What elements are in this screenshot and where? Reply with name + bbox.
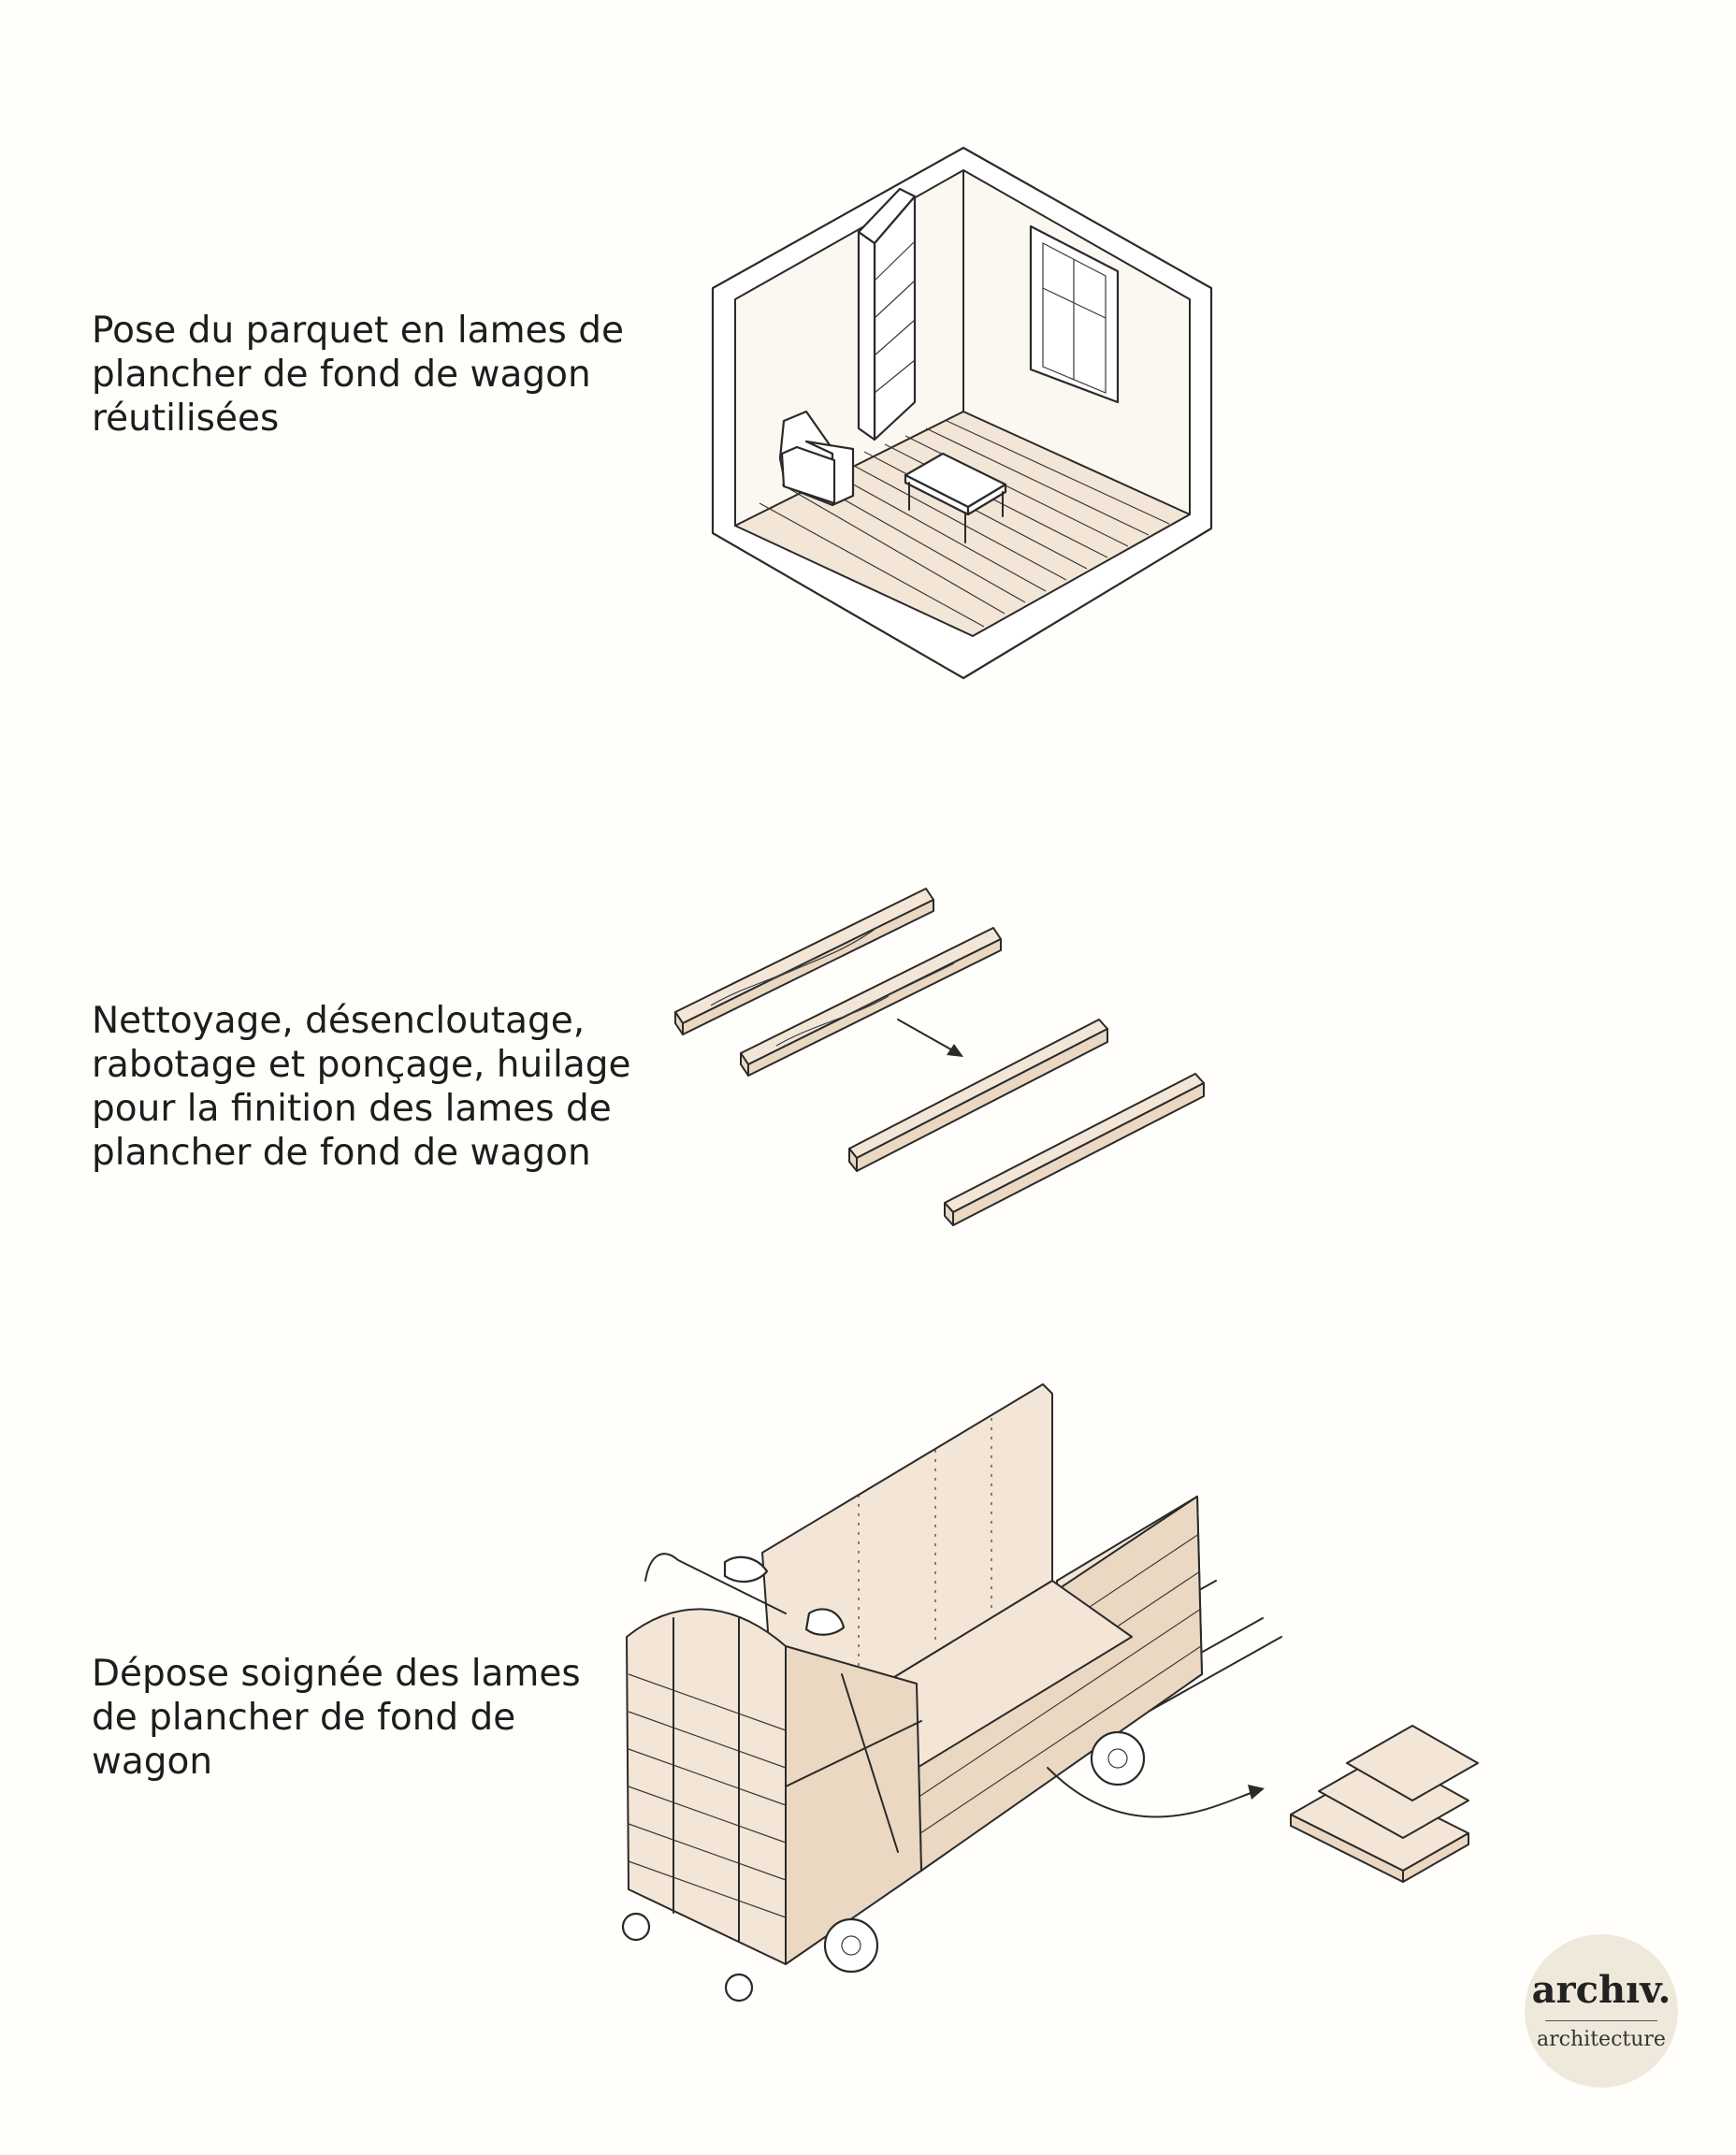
stacked-planks bbox=[1290, 1725, 1479, 1883]
arrow-icon bbox=[1047, 1767, 1265, 1818]
wagon-near-side bbox=[785, 1645, 922, 1965]
wagon-wheel bbox=[823, 1917, 879, 1974]
wagon-back-wall-rivets bbox=[858, 1418, 992, 1693]
caption-line: Dépose soignée des lames bbox=[92, 1653, 581, 1695]
planks-illustration bbox=[674, 888, 1205, 1226]
logo-brand: archıv. bbox=[1531, 1968, 1671, 2012]
step-2-caption: Nettoyage, désencloutage, rabotage et po… bbox=[92, 999, 672, 1175]
raw-plank bbox=[740, 927, 1002, 1077]
step-3-caption: Dépose soignée des lames de plancher de … bbox=[92, 1652, 672, 1784]
step-1-caption: Pose du parquet en lames de plancher de … bbox=[92, 309, 672, 441]
finished-plank bbox=[848, 1019, 1108, 1172]
hand-icon bbox=[804, 1608, 846, 1636]
armchair-icon bbox=[778, 410, 855, 507]
window-icon bbox=[1029, 224, 1120, 404]
caption-line: plancher de fond de wagon bbox=[92, 354, 591, 396]
wagon-illustration bbox=[621, 1383, 1479, 2003]
logo-subtitle: architecture bbox=[1537, 2028, 1666, 2051]
caption-line: rabotage et ponçage, huilage bbox=[92, 1044, 631, 1086]
wagon-front-face bbox=[626, 1608, 787, 1965]
caption-line: plancher de fond de wagon bbox=[92, 1132, 591, 1174]
room-illustration bbox=[711, 146, 1213, 680]
caption-line: de plancher de fond de bbox=[92, 1697, 516, 1739]
caption-line: wagon bbox=[92, 1741, 213, 1783]
wagon-wheel bbox=[1090, 1730, 1146, 1786]
bookshelf-icon bbox=[857, 187, 917, 441]
buffer-icon bbox=[621, 1912, 754, 2003]
crowbar-icon bbox=[644, 1553, 787, 1614]
logo: archıv. architecture bbox=[1525, 1934, 1678, 2088]
raw-plank bbox=[674, 888, 934, 1035]
caption-line: Nettoyage, désencloutage, bbox=[92, 1000, 586, 1042]
arrow-icon bbox=[897, 1019, 963, 1057]
hand-icon bbox=[723, 1555, 769, 1584]
caption-line: pour la finition des lames de bbox=[92, 1088, 612, 1130]
finished-plank bbox=[944, 1073, 1205, 1226]
caption-line: Pose du parquet en lames de bbox=[92, 310, 625, 352]
logo-divider bbox=[1545, 2020, 1657, 2021]
caption-line: réutilisées bbox=[92, 398, 280, 440]
wagon-front-boards bbox=[628, 1673, 787, 1918]
coffee-table-icon bbox=[904, 452, 1007, 543]
